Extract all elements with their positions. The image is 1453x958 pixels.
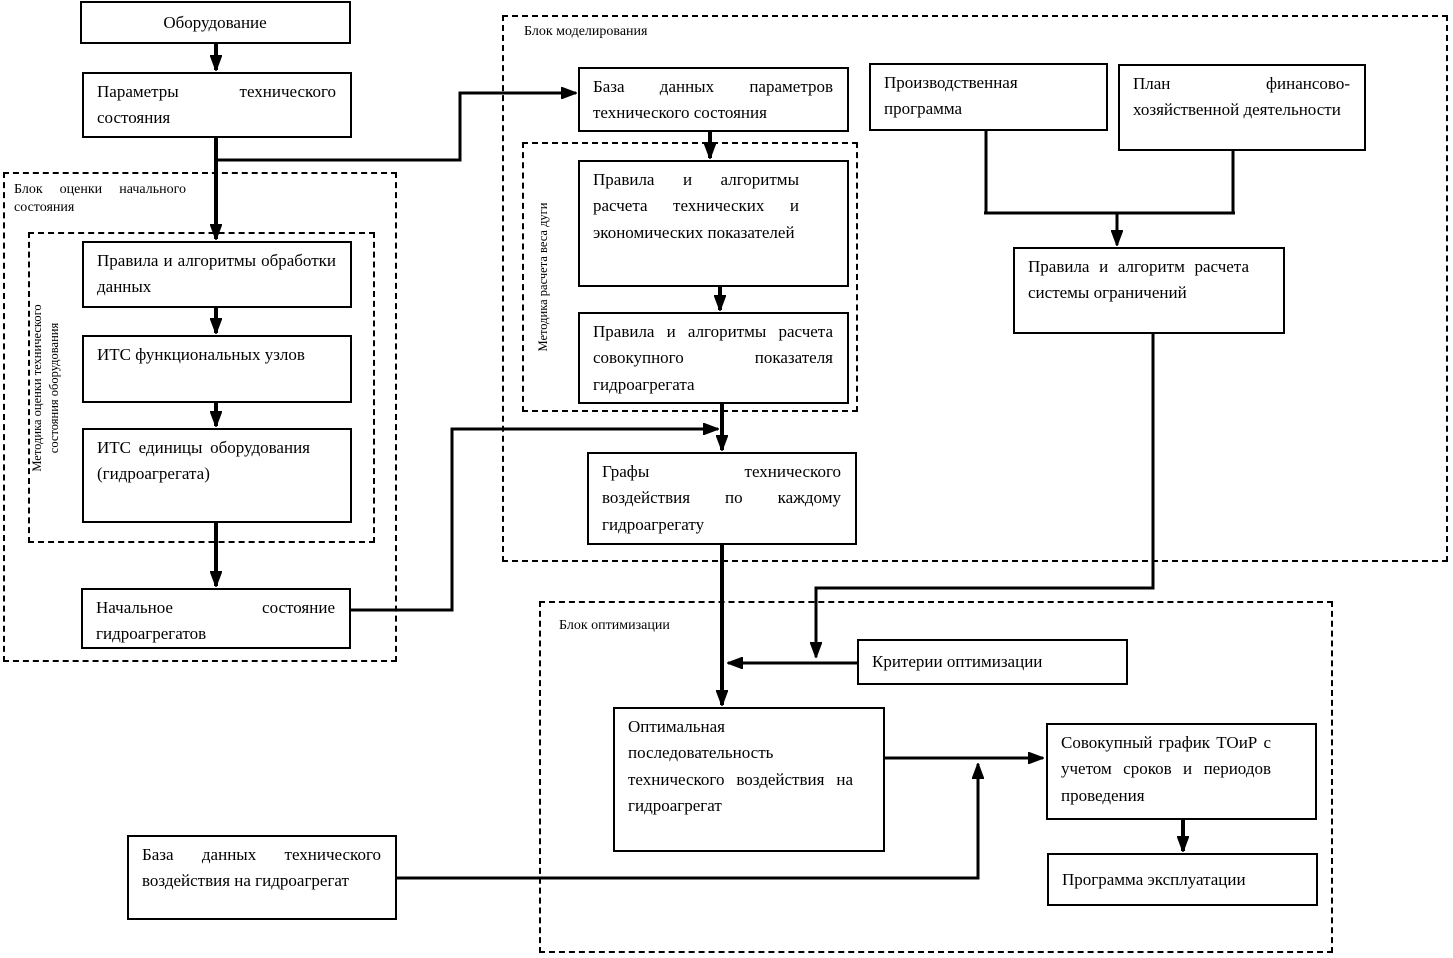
wire-constraints-to-optimization (816, 334, 1155, 657)
block-optimization-label: Блок оптимизации (559, 618, 670, 633)
box-initial-state-units: Начальное состояние гидроагрегатов (81, 588, 351, 649)
box-its-functional-units: ИТС функциональных узлов (82, 335, 352, 403)
box-maintenance-schedule: Совокупный график ТОиР с учетом сроков и… (1046, 723, 1317, 820)
box-its-equipment-unit: ИТС единицы оборудования (гидроагрегата) (82, 428, 352, 523)
block-initial-state-label: Блок оценки начального состояния (14, 182, 186, 216)
box-impact-db: База данных технического воздействия на … (127, 835, 397, 920)
box-constraints-rules: Правила и алгоритм расчета системы огран… (1013, 247, 1285, 334)
box-optimization-criteria: Критерии оптимизации (857, 639, 1128, 685)
block-optimization (539, 601, 1333, 953)
block-modeling (502, 15, 1448, 562)
box-financial-plan: План финансово-хозяйственной деятельност… (1118, 64, 1366, 151)
box-optimal-sequence: Оптимальная последовательность техническ… (613, 707, 885, 852)
box-aggregate-indicator-rules: Правила и алгоритмы расчета совокупного … (578, 312, 849, 404)
box-production-program: Производственная программа (869, 63, 1108, 131)
wire-impact-db-feedback (397, 764, 978, 880)
box-tech-econ-rules: Правила и алгоритмы расчета технических … (578, 160, 849, 287)
box-equipment: Оборудование (80, 1, 351, 44)
block-modeling-label: Блок моделирования (524, 24, 648, 39)
wire-initial-state-to-graphs (351, 429, 718, 612)
box-operation-program: Программа эксплуатации (1047, 853, 1318, 906)
wire-params-to-params-db (216, 93, 576, 162)
block-arc-weight-methodology (522, 142, 858, 412)
block-assessment-methodology (28, 232, 375, 543)
box-data-processing-rules: Правила и алгоритмы обработки данных (82, 241, 352, 308)
box-tech-params-db: База данных параметров технического сост… (578, 67, 849, 132)
box-tech-params: Параметры технического состояния (82, 72, 352, 138)
box-impact-graphs: Графы технического воздействия по каждом… (587, 452, 857, 545)
block-initial-state-assessment (3, 172, 397, 662)
